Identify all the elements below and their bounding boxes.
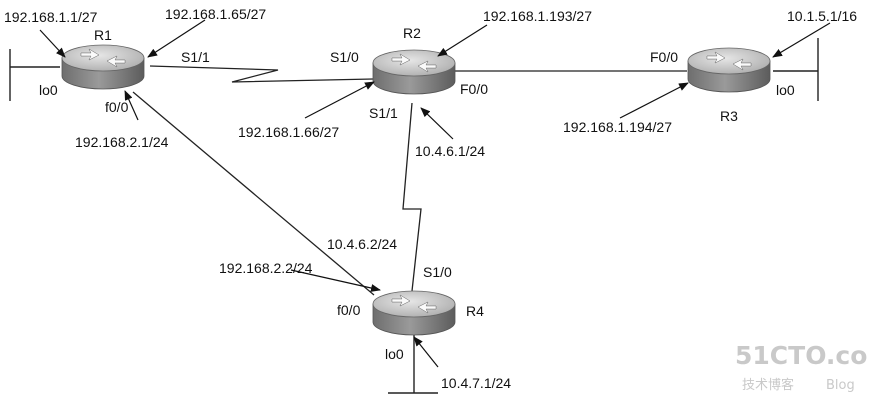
iface-r1-s11: S1/1	[181, 49, 210, 65]
addr-r2-f00: 192.168.1.193/27	[483, 8, 592, 24]
iface-r3-f00: F0/0	[650, 49, 678, 65]
iface-r4-f00: f0/0	[337, 302, 361, 318]
addr-r4-f00: 192.168.2.2/24	[219, 260, 313, 276]
arrow-r1-lo0	[39, 29, 66, 58]
arrow-r2-f00	[437, 24, 488, 57]
router-r2[interactable]	[372, 49, 456, 95]
watermark-blog: Blog	[826, 378, 855, 393]
router-r3[interactable]	[687, 47, 771, 93]
addr-r1-s11: 192.168.1.65/27	[165, 6, 266, 22]
addr-r4-lo0: 10.4.7.1/24	[441, 375, 511, 391]
arrow-r2-s11	[420, 107, 454, 140]
router-r4[interactable]	[372, 290, 456, 336]
arrow-r2-s10	[304, 81, 375, 119]
iface-r1-lo0: lo0	[39, 82, 58, 98]
addr-r2-s10: 192.168.1.66/27	[238, 124, 339, 140]
router-r4-name: R4	[466, 303, 484, 319]
address-arrows	[39, 19, 831, 368]
links	[9, 38, 819, 394]
addr-r1-lo0: 192.168.1.1/27	[4, 9, 98, 25]
addr-r2-s11: 10.4.6.1/24	[415, 143, 485, 159]
serial-link-r1-r2	[149, 65, 374, 83]
iface-r2-s10: S1/0	[330, 49, 359, 65]
addr-r3-f00: 192.168.1.194/27	[563, 119, 672, 135]
router-r1[interactable]	[61, 44, 145, 90]
addr-r4-s10: 10.4.6.2/24	[327, 236, 397, 252]
iface-r2-f00: F0/0	[460, 81, 488, 97]
ethernet-link-r1-r4	[132, 91, 375, 296]
router-r2-name: R2	[403, 25, 421, 41]
arrow-r4-f00	[290, 269, 381, 292]
router-r1-name: R1	[94, 27, 112, 43]
addr-r3-lo0: 10.1.5.1/16	[787, 8, 857, 24]
router-r3-name: R3	[720, 108, 738, 124]
watermark: 51CTO.com 技术博客 Blog	[735, 341, 869, 393]
iface-r1-f00: f0/0	[105, 99, 129, 115]
arrow-r3-lo0	[772, 22, 831, 58]
iface-r4-lo0: lo0	[385, 346, 404, 362]
watermark-brand: 51CTO.com	[735, 341, 869, 370]
watermark-sub: 技术博客	[742, 377, 794, 393]
serial-link-r2-r4	[402, 102, 422, 292]
arrow-r1-s11	[147, 19, 206, 58]
arrow-r4-lo0	[413, 336, 439, 368]
addr-r1-f00: 192.168.2.1/24	[75, 134, 169, 150]
arrow-r1-f00	[124, 90, 139, 121]
iface-r4-s10: S1/0	[423, 264, 452, 280]
arrow-r3-f00	[619, 82, 689, 119]
iface-r2-s11: S1/1	[369, 105, 398, 121]
iface-r3-lo0: lo0	[776, 82, 795, 98]
